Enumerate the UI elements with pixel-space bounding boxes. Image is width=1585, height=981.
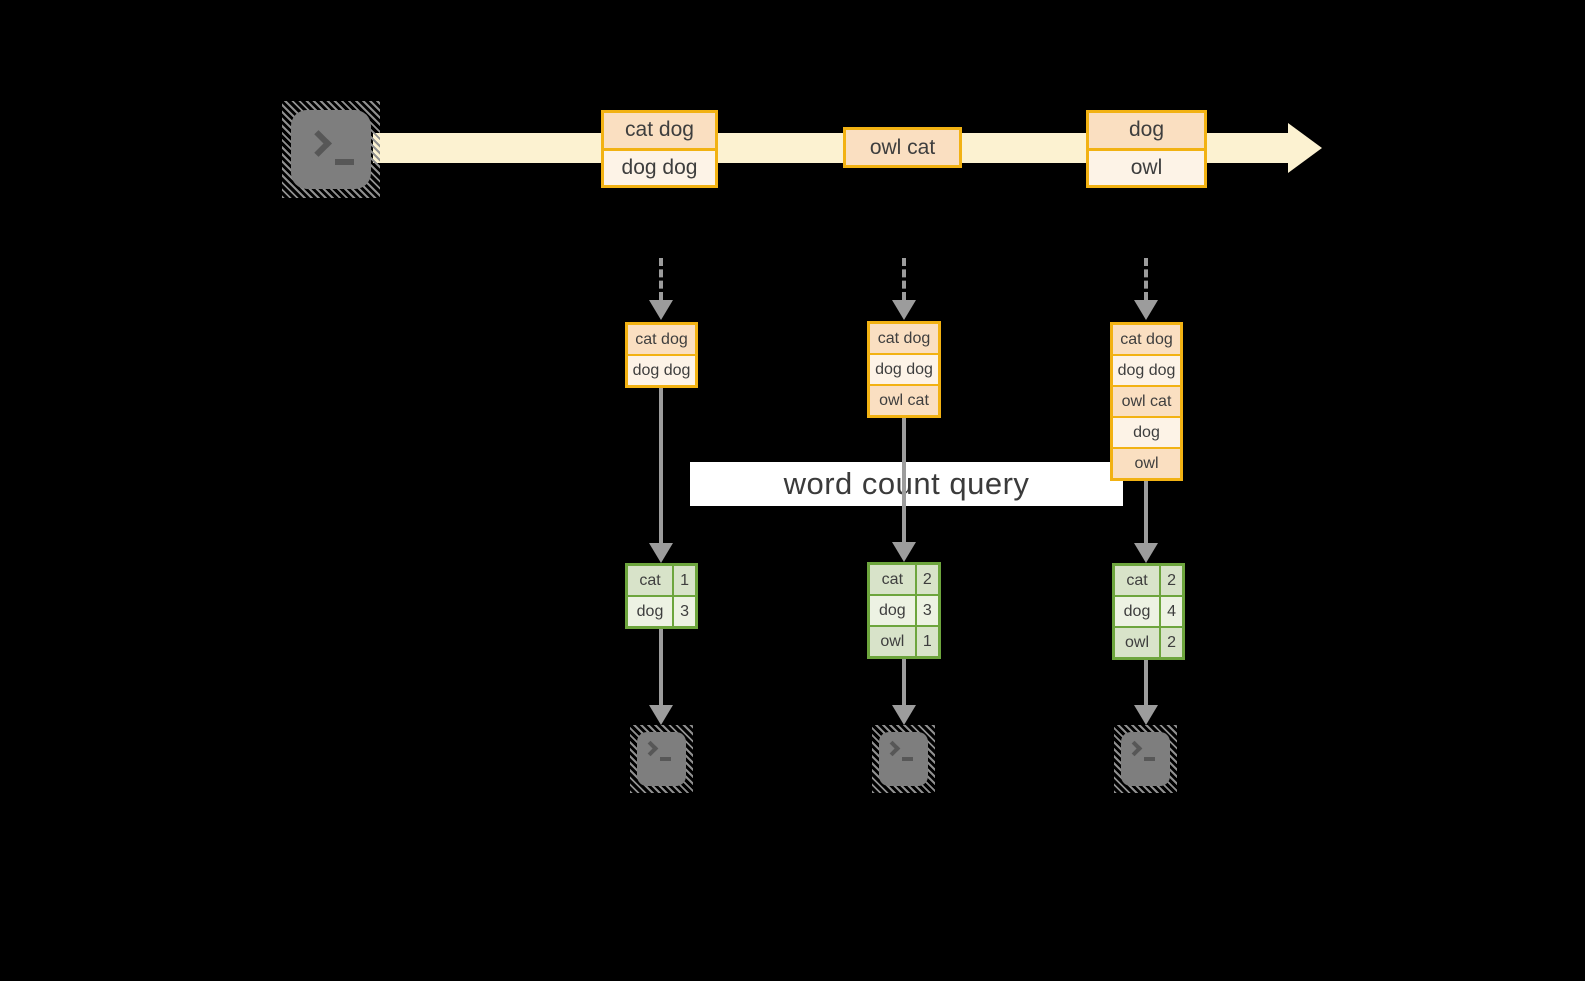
input-buffer-3: cat dog dog dog owl cat dog owl <box>1110 322 1183 481</box>
output-arrow-1 <box>649 629 673 725</box>
query-banner-label: word count query <box>783 466 1030 501</box>
sink-terminal-icon-1 <box>630 725 693 793</box>
buffer-line: owl <box>1113 447 1180 478</box>
word-cell: cat <box>870 565 915 594</box>
count-cell: 2 <box>914 565 938 594</box>
event-line: cat dog <box>604 113 715 148</box>
trigger-arrow-2 <box>892 258 916 320</box>
result-table-2: cat 2 dog 3 owl 1 <box>867 562 941 659</box>
stream-arrowhead-icon <box>1288 123 1322 173</box>
event-line: dog dog <box>604 147 715 185</box>
count-cell: 3 <box>672 597 695 626</box>
buffer-line: owl cat <box>1113 385 1180 416</box>
output-arrow-2 <box>892 659 916 725</box>
word-cell: owl <box>870 627 915 656</box>
source-terminal-icon <box>282 101 380 198</box>
query-arrow-1 <box>649 388 673 563</box>
count-cell: 2 <box>1159 566 1182 595</box>
event-line: dog <box>1089 113 1204 148</box>
table-row: owl 2 <box>1115 626 1182 657</box>
buffer-line: dog dog <box>1113 354 1180 385</box>
count-cell: 3 <box>914 596 938 625</box>
buffer-line: cat dog <box>870 324 938 353</box>
event-line: owl cat <box>846 130 959 165</box>
buffer-line: dog dog <box>628 354 695 385</box>
sink-terminal-icon-3 <box>1114 725 1177 793</box>
sink-terminal-icon-2 <box>872 725 935 793</box>
word-cell: cat <box>628 566 673 595</box>
buffer-line: cat dog <box>628 325 695 354</box>
prompt-chevron-icon <box>1126 740 1143 757</box>
query-arrow-2 <box>892 418 916 562</box>
prompt-chevron-icon <box>305 130 332 157</box>
table-row: dog 4 <box>1115 595 1182 626</box>
prompt-cursor-icon <box>1144 757 1155 761</box>
count-cell: 1 <box>672 566 695 595</box>
stream-event-batch-3: dog owl <box>1086 110 1207 188</box>
table-row: dog 3 <box>628 595 695 626</box>
input-buffer-2: cat dog dog dog owl cat <box>867 321 941 418</box>
table-row: dog 3 <box>870 594 938 625</box>
buffer-line: dog <box>1113 416 1180 447</box>
event-line: owl <box>1089 147 1204 185</box>
buffer-line: cat dog <box>1113 325 1180 354</box>
table-row: owl 1 <box>870 625 938 656</box>
trigger-arrow-3 <box>1134 258 1158 320</box>
count-cell: 1 <box>914 627 938 656</box>
stream-event-batch-1: cat dog dog dog <box>601 110 718 188</box>
buffer-line: owl cat <box>870 384 938 415</box>
table-row: cat 1 <box>628 566 695 595</box>
result-table-1: cat 1 dog 3 <box>625 563 698 629</box>
prompt-chevron-icon <box>884 740 901 757</box>
prompt-cursor-icon <box>660 757 671 761</box>
count-cell: 2 <box>1159 628 1182 657</box>
trigger-arrow-1 <box>649 258 673 320</box>
buffer-line: dog dog <box>870 353 938 384</box>
count-cell: 4 <box>1159 597 1182 626</box>
table-row: cat 2 <box>870 565 938 594</box>
terminal-screen <box>1121 732 1170 786</box>
result-table-3: cat 2 dog 4 owl 2 <box>1112 563 1185 660</box>
output-arrow-3 <box>1134 660 1158 725</box>
table-row: cat 2 <box>1115 566 1182 595</box>
stream-event-batch-2: owl cat <box>843 127 962 168</box>
word-cell: dog <box>628 597 673 626</box>
word-cell: dog <box>870 596 915 625</box>
prompt-cursor-icon <box>335 159 354 165</box>
terminal-screen <box>879 732 928 786</box>
query-arrow-3 <box>1134 481 1158 563</box>
query-banner: word count query <box>690 462 1123 506</box>
terminal-screen <box>637 732 686 786</box>
terminal-screen <box>291 110 371 189</box>
input-buffer-1: cat dog dog dog <box>625 322 698 388</box>
word-cell: owl <box>1115 628 1160 657</box>
prompt-chevron-icon <box>642 740 659 757</box>
word-cell: dog <box>1115 597 1160 626</box>
prompt-cursor-icon <box>902 757 913 761</box>
word-cell: cat <box>1115 566 1160 595</box>
